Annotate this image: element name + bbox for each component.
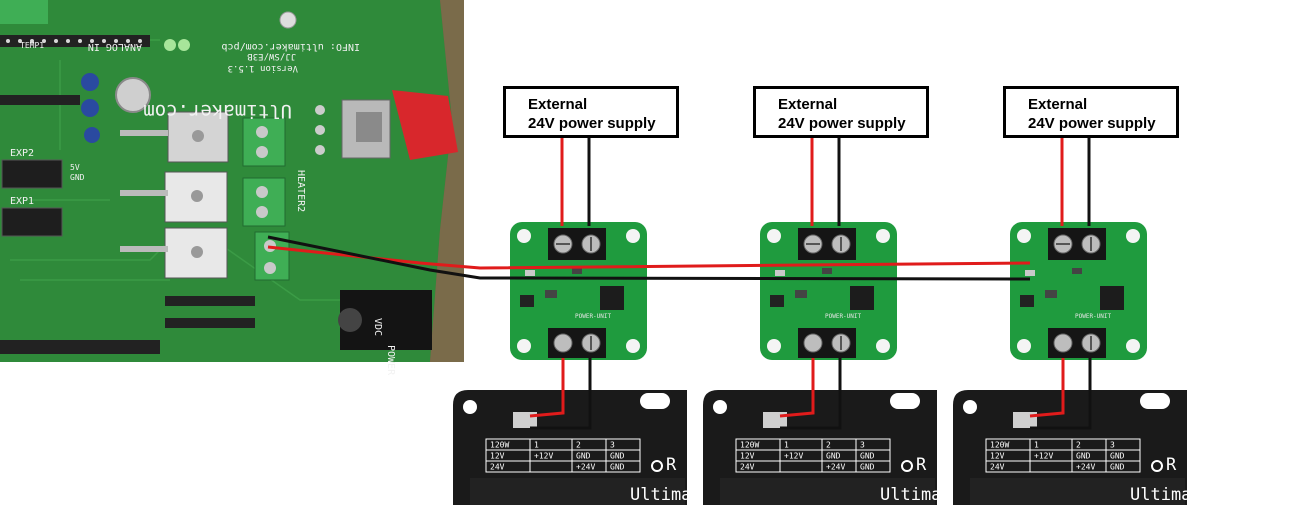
table-cell: GND xyxy=(860,463,875,472)
module-label: POWER-UNIT xyxy=(825,313,862,320)
psu-label-line1: External xyxy=(1028,96,1088,113)
board-heater2-label: HEATER2 xyxy=(295,170,306,212)
wires xyxy=(267,138,1092,430)
table-cell: +12V xyxy=(534,452,553,461)
table-cell: 120W xyxy=(740,441,759,450)
bed-wiring-table: 120W 1 2 3 12V +12V GND GND 24V +24V GND xyxy=(735,438,891,473)
table-cell: GND xyxy=(610,463,625,472)
psu-label-line2: 24V power supply xyxy=(778,115,906,132)
capacitors xyxy=(81,73,151,143)
power-switch xyxy=(341,90,458,160)
wire-bed-negative xyxy=(1030,358,1092,430)
heated-bed: 120W 1 2 3 12V +12V GND GND 24V +24V GND R Ultima xyxy=(453,390,691,505)
bed-wiring-table: 120W 1 2 3 12V +12V GND GND 24V +24V GND xyxy=(985,438,1141,473)
power-modules: POWER-UNIT POWER-UNIT POWER-UNIT xyxy=(510,222,1147,360)
table-cell: 2 xyxy=(826,441,831,450)
table-cell: GND xyxy=(860,452,875,461)
board-power-label: POWER xyxy=(385,345,396,376)
bed-brand-label: Ultima xyxy=(880,485,941,505)
table-cell: 2 xyxy=(576,441,581,450)
table-cell: 3 xyxy=(610,441,615,450)
board-exp1-label: EXP1 xyxy=(10,196,34,207)
table-cell: 12V xyxy=(490,452,505,461)
power-module: POWER-UNIT xyxy=(1010,222,1147,360)
power-supply-box-1: External 24V power supply xyxy=(503,86,679,138)
bed-wiring-table: 120W 1 2 3 12V +12V GND GND 24V +24V GND xyxy=(485,438,641,473)
table-cell: 3 xyxy=(860,441,865,450)
module-label: POWER-UNIT xyxy=(575,313,612,320)
table-cell: 2 xyxy=(1076,441,1081,450)
power-supply-box-3: External 24V power supply xyxy=(1003,86,1179,138)
board-exp2-label: EXP2 xyxy=(10,148,34,159)
table-cell: +24V xyxy=(576,463,595,472)
board-version-label: Version 1.5.3 xyxy=(228,63,298,73)
table-cell: 1 xyxy=(534,441,539,450)
table-cell: GND xyxy=(826,452,841,461)
table-cell: GND xyxy=(1110,452,1125,461)
wire-bed-positive xyxy=(529,358,565,418)
table-cell: 3 xyxy=(1110,441,1115,450)
table-cell: 24V xyxy=(990,463,1005,472)
power-module: POWER-UNIT xyxy=(510,222,647,360)
power-supply-box-2: External 24V power supply xyxy=(753,86,929,138)
wire-bed-positive xyxy=(1029,358,1065,418)
bed-logo: R xyxy=(916,455,927,475)
exp-connectors xyxy=(0,0,63,237)
table-cell: GND xyxy=(1076,452,1091,461)
table-cell: 120W xyxy=(990,441,1009,450)
wire-signal-positive xyxy=(267,245,1031,270)
power-module: POWER-UNIT xyxy=(760,222,897,360)
table-cell: 1 xyxy=(1034,441,1039,450)
dc-jack xyxy=(338,290,432,350)
board-brand-label: Ultimaker.com xyxy=(143,100,292,122)
heated-bed: 120W 1 2 3 12V +12V GND GND 24V +24V GND R Ultima xyxy=(703,390,941,505)
board-vdc-label: VDC xyxy=(372,318,383,336)
table-cell: +24V xyxy=(1076,463,1095,472)
bed-brand-label: Ultima xyxy=(1130,485,1191,505)
table-cell: 12V xyxy=(740,452,755,461)
table-cell: GND xyxy=(610,452,625,461)
table-cell: 12V xyxy=(990,452,1005,461)
board-5v-label: 5V xyxy=(70,163,80,172)
module-label: POWER-UNIT xyxy=(1075,313,1112,320)
table-cell: +12V xyxy=(784,452,803,461)
table-cell: +12V xyxy=(1034,452,1053,461)
table-cell: +24V xyxy=(826,463,845,472)
bed-logo: R xyxy=(1166,455,1177,475)
table-cell: GND xyxy=(576,452,591,461)
bed-brand-label: Ultima xyxy=(630,485,691,505)
mosfets xyxy=(120,111,229,279)
board-rev-label: JJ/SW/E3B xyxy=(247,51,296,61)
controller-board: Ultimaker.com Version 1.5.3 JJ/SW/E3B IN… xyxy=(0,0,464,376)
psu-label-line1: External xyxy=(778,96,838,113)
table-cell: 1 xyxy=(784,441,789,450)
table-cell: 24V xyxy=(490,463,505,472)
psu-label-line2: 24V power supply xyxy=(528,115,656,132)
wire-bed-positive xyxy=(779,358,815,418)
table-cell: 24V xyxy=(740,463,755,472)
board-temp1-label: TEMP1 xyxy=(20,41,44,50)
wire-bed-negative xyxy=(780,358,842,430)
board-gnd-label: GND xyxy=(70,173,85,182)
screw-terminals xyxy=(242,117,290,281)
psu-label-line2: 24V power supply xyxy=(1028,115,1156,132)
heated-bed: 120W 1 2 3 12V +12V GND GND 24V +24V GND R Ultima xyxy=(953,390,1191,505)
board-analog-label: ANALOG IN xyxy=(88,41,142,52)
table-cell: 120W xyxy=(490,441,509,450)
board-info-label: INFO: ultimaker.com/pcb xyxy=(222,41,360,52)
table-cell: GND xyxy=(1110,463,1125,472)
psu-label-line1: External xyxy=(528,96,588,113)
wire-signal-negative xyxy=(267,235,1031,281)
wire-bed-negative xyxy=(530,358,592,430)
bed-logo: R xyxy=(666,455,677,475)
